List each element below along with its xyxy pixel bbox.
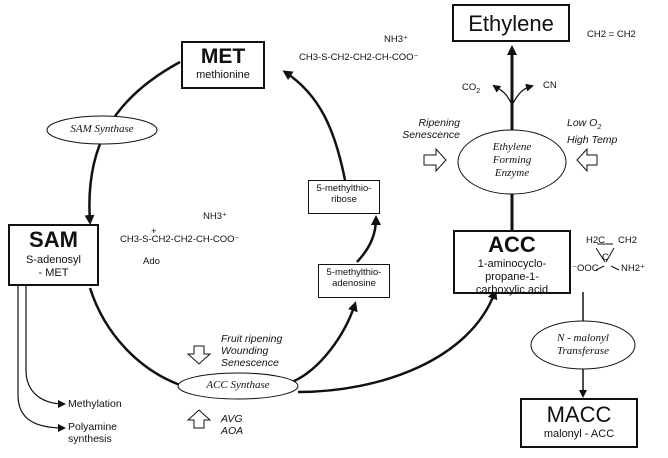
polyamine-group: Polyamine synthesis bbox=[68, 421, 117, 445]
acc-line2: propane-1- bbox=[485, 271, 539, 283]
sam-formula-plus: + bbox=[151, 226, 157, 237]
sam-formula-nh3: NH3⁺ bbox=[203, 211, 228, 222]
polyamine-line2: synthesis bbox=[68, 433, 112, 445]
co2-label: CO2 bbox=[462, 82, 480, 98]
acc-title: ACC bbox=[488, 232, 536, 257]
met-title: MET bbox=[200, 45, 246, 68]
induce-arrow-down-icon bbox=[186, 345, 212, 365]
cn-label: CN bbox=[543, 80, 557, 91]
acc-synthase-ellipse bbox=[177, 372, 299, 400]
arrow-to-polyamine bbox=[17, 286, 66, 432]
acc-formula-c: C bbox=[602, 252, 609, 263]
arrow-mtr-to-met bbox=[282, 70, 347, 181]
sam-formula: CH3-S-CH2-CH2-CH-COO⁻ bbox=[120, 234, 240, 245]
mtr-box: 5-methylthio- ribose bbox=[308, 180, 380, 214]
acc-line1: 1-aminocyclo- bbox=[477, 258, 547, 270]
inhibitor-group: AVG AOA bbox=[221, 413, 243, 437]
sam-line1: S-adenosyl bbox=[25, 254, 82, 266]
mta-line1: 5-methylthio- bbox=[326, 267, 382, 278]
acc-line3: carboxylic acid bbox=[475, 284, 549, 296]
malonyl-transferase-ellipse bbox=[530, 320, 636, 370]
met-box: MET methionine bbox=[181, 41, 265, 89]
high-temp-label: High Temp bbox=[567, 134, 618, 147]
met-subtitle: methionine bbox=[196, 69, 250, 81]
senescence2-label: Senescence bbox=[221, 357, 279, 369]
efe-label: Ethylene Forming Enzyme bbox=[462, 141, 562, 180]
polyamine-line1: Polyamine bbox=[68, 421, 118, 433]
macc-box: MACC malonyl - ACC bbox=[520, 398, 638, 448]
ripening-label: Ripening bbox=[418, 117, 460, 129]
efe-line2: Forming bbox=[492, 154, 532, 166]
acc-formula-ooc: ⁻OOC bbox=[572, 263, 599, 274]
acc-formula-h2c: H2C bbox=[586, 235, 606, 246]
arrow-sam-to-acc-synthase bbox=[88, 287, 181, 387]
arrow-to-methylation bbox=[25, 286, 66, 408]
ethylene-box: Ethylene bbox=[452, 4, 570, 42]
arrow-mta-to-mtr bbox=[356, 215, 381, 263]
fruit-ripening-label: Fruit ripening bbox=[221, 333, 283, 345]
low-o2-label: Low O bbox=[567, 117, 598, 129]
sam-box: SAM S-adenosyl - MET bbox=[8, 224, 99, 286]
co2-subscript: 2 bbox=[476, 87, 481, 95]
arrow-to-mta bbox=[291, 301, 358, 384]
ripening-senescence-label: Ripening Senescence bbox=[388, 117, 460, 141]
macc-title: MACC bbox=[546, 402, 612, 427]
sam-synthase-label: SAM Synthase bbox=[70, 123, 134, 135]
co2-text: CO bbox=[462, 82, 477, 93]
induce-arrow-right-icon bbox=[423, 147, 447, 173]
ethylene-title: Ethylene bbox=[468, 11, 554, 36]
wounding-label: Wounding bbox=[221, 345, 269, 357]
ethylene-formula: CH2 = CH2 bbox=[587, 29, 636, 40]
aoa-label: AOA bbox=[221, 425, 244, 437]
met-formula-nh3: NH3⁺ bbox=[384, 34, 409, 45]
arrow-acc-synthase-to-acc bbox=[297, 289, 498, 394]
efe-line1: Ethylene bbox=[492, 141, 532, 153]
mta-line2: adenosine bbox=[332, 278, 376, 289]
efe-line3: Enzyme bbox=[494, 167, 530, 179]
mtr-line1: 5-methylthio- bbox=[316, 183, 372, 194]
acc-box: ACC 1-aminocyclo- propane-1- carboxylic … bbox=[453, 230, 571, 296]
mta-box: 5-methylthio- adenosine bbox=[318, 264, 390, 298]
low-o2-high-temp-label: Low O2 High Temp bbox=[567, 117, 617, 146]
efe-ellipse bbox=[457, 129, 567, 195]
malonyl-line1: N - malonyl bbox=[557, 332, 609, 344]
arrow-to-co2 bbox=[492, 84, 513, 106]
sam-line2: - MET bbox=[38, 267, 69, 279]
arrow-to-cn bbox=[511, 83, 534, 106]
avg-label: AVG bbox=[221, 413, 243, 425]
malonyl-line2: Transferase bbox=[557, 345, 609, 357]
sam-synthase-ellipse bbox=[46, 115, 158, 145]
malonyl-transferase-label: N - malonyl Transferase bbox=[533, 332, 633, 358]
macc-subtitle: malonyl - ACC bbox=[543, 428, 615, 440]
sam-title: SAM bbox=[29, 227, 78, 252]
inhibit-arrow-up-icon bbox=[186, 409, 212, 429]
acc-formula-ch2: CH2 bbox=[618, 235, 638, 246]
met-formula: CH3-S-CH2-CH2-CH-COO⁻ bbox=[299, 52, 419, 63]
senescence-label: Senescence bbox=[402, 129, 460, 141]
acc-formula-nh2: NH2⁺ bbox=[621, 263, 646, 274]
inhibit-arrow-left-icon bbox=[576, 147, 598, 173]
sam-formula-ado: Ado bbox=[143, 256, 160, 267]
methylation-label: Methylation bbox=[68, 398, 122, 410]
o2-subscript: 2 bbox=[597, 124, 602, 132]
mtr-line2: ribose bbox=[331, 194, 357, 205]
acc-synthase-label: ACC Synthase bbox=[206, 379, 270, 391]
fruit-ripening-group: Fruit ripening Wounding Senescence bbox=[221, 333, 282, 369]
